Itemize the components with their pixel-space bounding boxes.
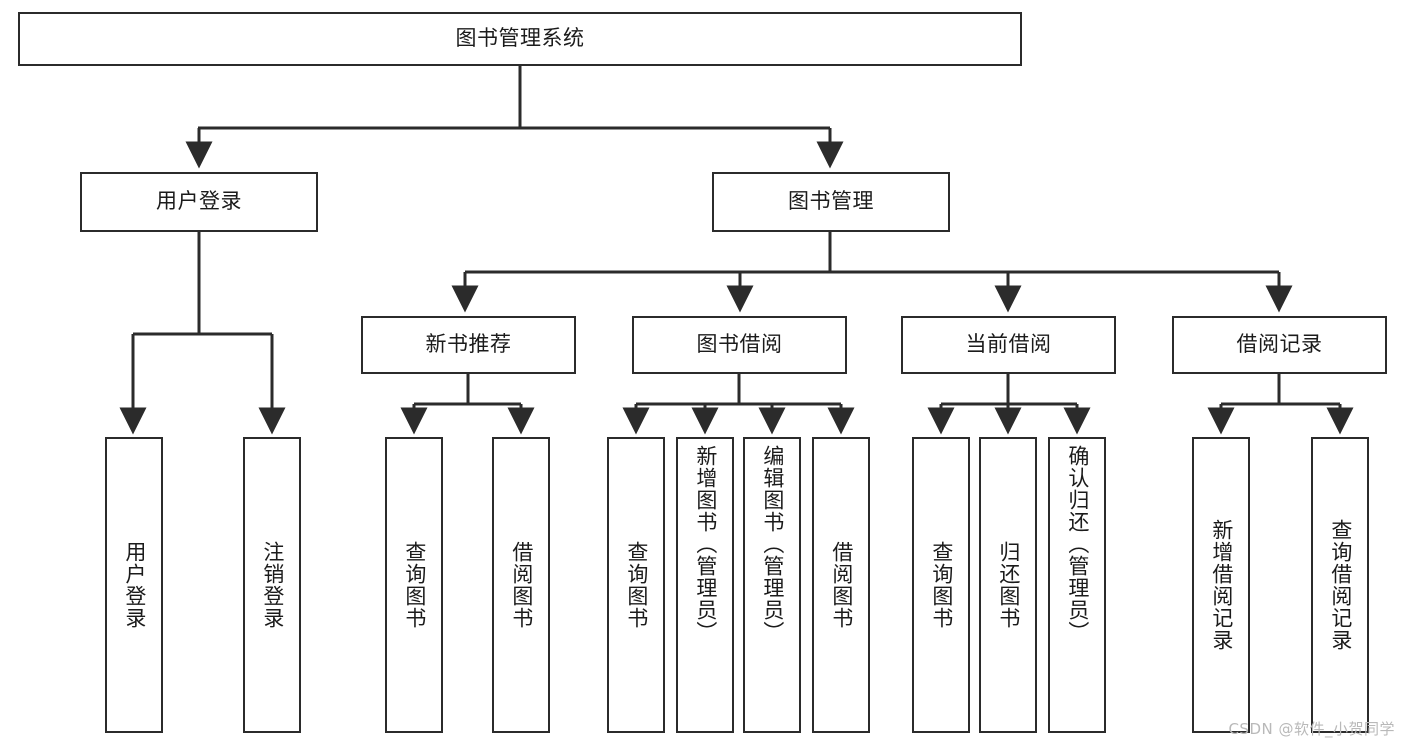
node-book-borrow-label: 图书借阅: [696, 332, 783, 357]
node-user-login[interactable]: 用户登录: [80, 172, 318, 232]
leaf-borrow-book-1-label: 借阅图书: [509, 541, 534, 629]
leaf-edit-book-label: 编辑图书（管理员）: [760, 445, 785, 643]
node-current-borrow[interactable]: 当前借阅: [901, 316, 1116, 374]
node-current-borrow-label: 当前借阅: [965, 332, 1052, 357]
leaf-user-login-label: 用户登录: [122, 541, 147, 629]
leaf-return-book-label: 归还图书: [996, 541, 1021, 629]
leaf-borrow-book-2-label: 借阅图书: [829, 541, 854, 629]
leaf-add-record[interactable]: 新增借阅记录: [1192, 437, 1250, 733]
node-new-book-rec[interactable]: 新书推荐: [361, 316, 576, 374]
leaf-edit-book[interactable]: 编辑图书（管理员）: [743, 437, 801, 733]
leaf-confirm-return[interactable]: 确认归还（管理员）: [1048, 437, 1106, 733]
node-root-label: 图书管理系统: [455, 26, 585, 51]
node-borrow-record[interactable]: 借阅记录: [1172, 316, 1387, 374]
leaf-query-book-2[interactable]: 查询图书: [607, 437, 665, 733]
leaf-borrow-book-2[interactable]: 借阅图书: [812, 437, 870, 733]
leaf-query-record[interactable]: 查询借阅记录: [1311, 437, 1369, 733]
leaf-query-book-1-label: 查询图书: [402, 541, 427, 629]
node-book-borrow[interactable]: 图书借阅: [632, 316, 847, 374]
leaf-query-book-3-label: 查询图书: [929, 541, 954, 629]
leaf-return-book[interactable]: 归还图书: [979, 437, 1037, 733]
leaf-confirm-return-label: 确认归还（管理员）: [1065, 445, 1090, 643]
leaf-query-record-label: 查询借阅记录: [1328, 519, 1353, 651]
node-book-manage-label: 图书管理: [788, 189, 874, 214]
node-borrow-record-label: 借阅记录: [1236, 332, 1323, 357]
leaf-query-book-3[interactable]: 查询图书: [912, 437, 970, 733]
leaf-logout[interactable]: 注销登录: [243, 437, 301, 733]
node-root[interactable]: 图书管理系统: [18, 12, 1022, 66]
leaf-borrow-book-1[interactable]: 借阅图书: [492, 437, 550, 733]
node-user-login-label: 用户登录: [156, 189, 242, 214]
leaf-logout-label: 注销登录: [260, 541, 285, 629]
leaf-query-book-2-label: 查询图书: [624, 541, 649, 629]
leaf-query-book-1[interactable]: 查询图书: [385, 437, 443, 733]
leaf-user-login[interactable]: 用户登录: [105, 437, 163, 733]
leaf-add-record-label: 新增借阅记录: [1209, 519, 1234, 651]
node-new-book-rec-label: 新书推荐: [425, 332, 512, 357]
leaf-add-book-label: 新增图书（管理员）: [693, 445, 718, 643]
node-book-manage[interactable]: 图书管理: [712, 172, 950, 232]
leaf-add-book[interactable]: 新增图书（管理员）: [676, 437, 734, 733]
